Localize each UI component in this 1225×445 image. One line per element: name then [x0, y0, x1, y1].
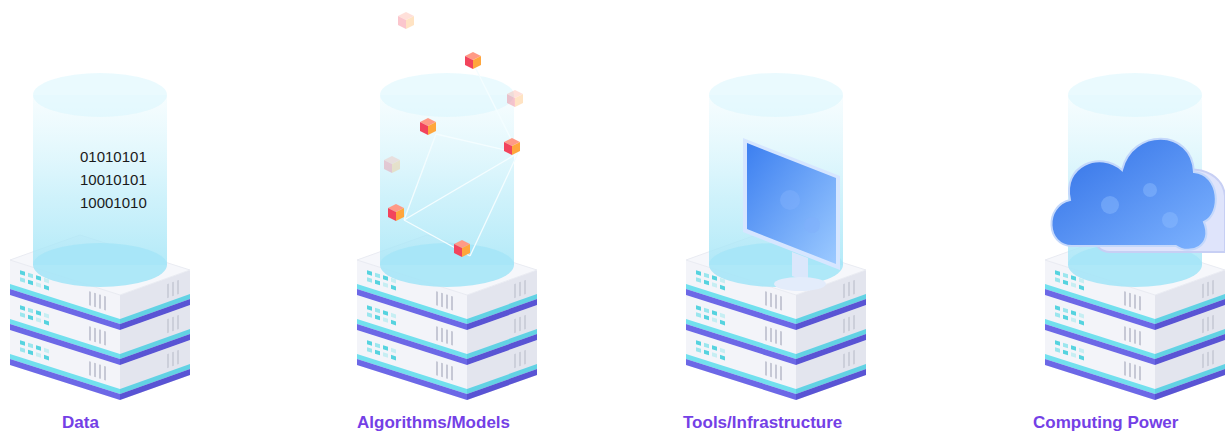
item-caption: Data [62, 413, 99, 433]
text-holder: Computing Power [1033, 413, 1178, 433]
text-holder: 01010101 10010101 10001010 [80, 145, 152, 214]
text-holder: Tools/Infrastructure [683, 413, 842, 433]
text-holder: Algorithms/Models [357, 413, 510, 433]
binary-code: 01010101 10010101 10001010 [80, 145, 152, 214]
item-caption: Algorithms/Models [357, 413, 510, 433]
server-item: Computing Power [1030, 0, 1225, 445]
server-item: 01010101 10010101 10001010Data [0, 0, 250, 445]
item-caption: Tools/Infrastructure [683, 413, 842, 433]
text-holder: Data [62, 413, 99, 433]
item-caption: Computing Power [1033, 413, 1178, 433]
server-item: Tools/Infrastructure [676, 0, 926, 445]
server-item: Algorithms/Models [347, 0, 597, 445]
